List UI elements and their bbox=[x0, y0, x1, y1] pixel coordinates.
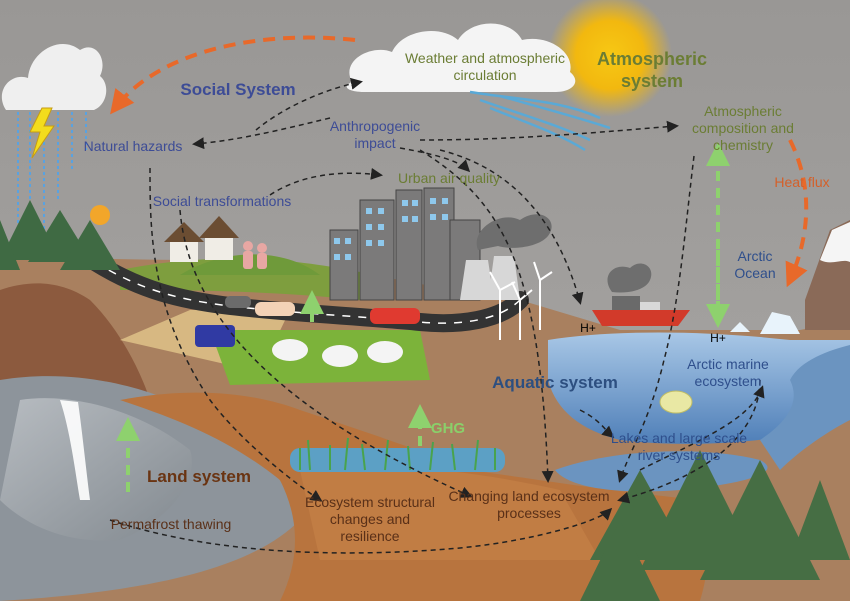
h-plus-label: H+ bbox=[710, 331, 726, 345]
heat-flux-label: Heat flux bbox=[774, 174, 830, 190]
iceberg-icon bbox=[730, 312, 800, 334]
ocean bbox=[548, 332, 850, 444]
changing-land-label: Changing land ecosystem processes bbox=[448, 488, 610, 521]
arrow-black bbox=[419, 149, 554, 483]
forest-right bbox=[580, 450, 850, 601]
lakes-river-label: Lakes and large scale river systems bbox=[610, 430, 748, 463]
ship-icon bbox=[592, 263, 690, 326]
power-plant-icon bbox=[460, 214, 552, 300]
cloud-icon bbox=[346, 23, 576, 92]
storm-cloud-icon bbox=[1, 43, 107, 111]
anthropogenic-impact-label: Anthropogenic impact bbox=[329, 118, 421, 151]
social-system-title: Social System bbox=[180, 80, 296, 99]
arrow-black bbox=[149, 167, 323, 502]
land-system-title: Land system bbox=[147, 467, 251, 486]
tractor-icon bbox=[195, 325, 235, 347]
people-icon bbox=[243, 241, 267, 269]
natural-hazards-label: Natural hazards bbox=[83, 138, 183, 154]
arrow-black bbox=[617, 155, 695, 483]
car-icon bbox=[255, 302, 295, 316]
urban-air-quality-label: Urban air quality bbox=[398, 170, 500, 186]
car-icon bbox=[225, 296, 251, 308]
waterfall bbox=[60, 400, 90, 500]
arrow-black bbox=[255, 77, 363, 131]
permafrost-thawing-label: Permafrost thawing bbox=[110, 516, 232, 532]
atmospheric-composition-label: Atmospheric composition and chemistry bbox=[692, 103, 794, 153]
aquatic-system-title: Aquatic system bbox=[492, 373, 618, 392]
arctic-ocean-label: Arctic Ocean bbox=[734, 248, 776, 281]
left-mountain bbox=[0, 283, 150, 400]
arrow-black bbox=[439, 149, 584, 305]
lightning-icon bbox=[29, 107, 55, 159]
fire-icon bbox=[90, 205, 110, 225]
ghg-label: GHG bbox=[430, 420, 466, 437]
arrow-black bbox=[269, 167, 383, 196]
arrow-black bbox=[579, 409, 615, 438]
plankton-icon bbox=[659, 390, 693, 414]
wind-icon bbox=[469, 90, 611, 152]
sheep-icon bbox=[272, 339, 403, 367]
arrow-black bbox=[179, 209, 473, 498]
forest-left bbox=[0, 200, 120, 270]
arrow-heat-flux bbox=[785, 139, 809, 288]
house-icon bbox=[164, 216, 239, 262]
arrow-black bbox=[399, 147, 471, 173]
river bbox=[760, 345, 850, 470]
arrow-black bbox=[639, 385, 765, 471]
social-transformations-label: Social transformations bbox=[152, 193, 292, 209]
arrow-black bbox=[109, 507, 613, 554]
weather-label: Weather and atmospheric circulation bbox=[404, 50, 566, 83]
car-icon bbox=[370, 308, 420, 324]
atmospheric-system-title: Atmospheric system bbox=[596, 49, 708, 91]
sun-icon bbox=[548, 0, 672, 117]
ecosystem-structural-label: Ecosystem structural changes and resilie… bbox=[305, 494, 435, 544]
h-plus-label: H+ bbox=[580, 321, 596, 335]
arctic-marine-ecosystem-label: Arctic marine ecosystem bbox=[687, 356, 769, 389]
arrow-black bbox=[419, 120, 679, 141]
arrow-orange bbox=[110, 35, 356, 115]
